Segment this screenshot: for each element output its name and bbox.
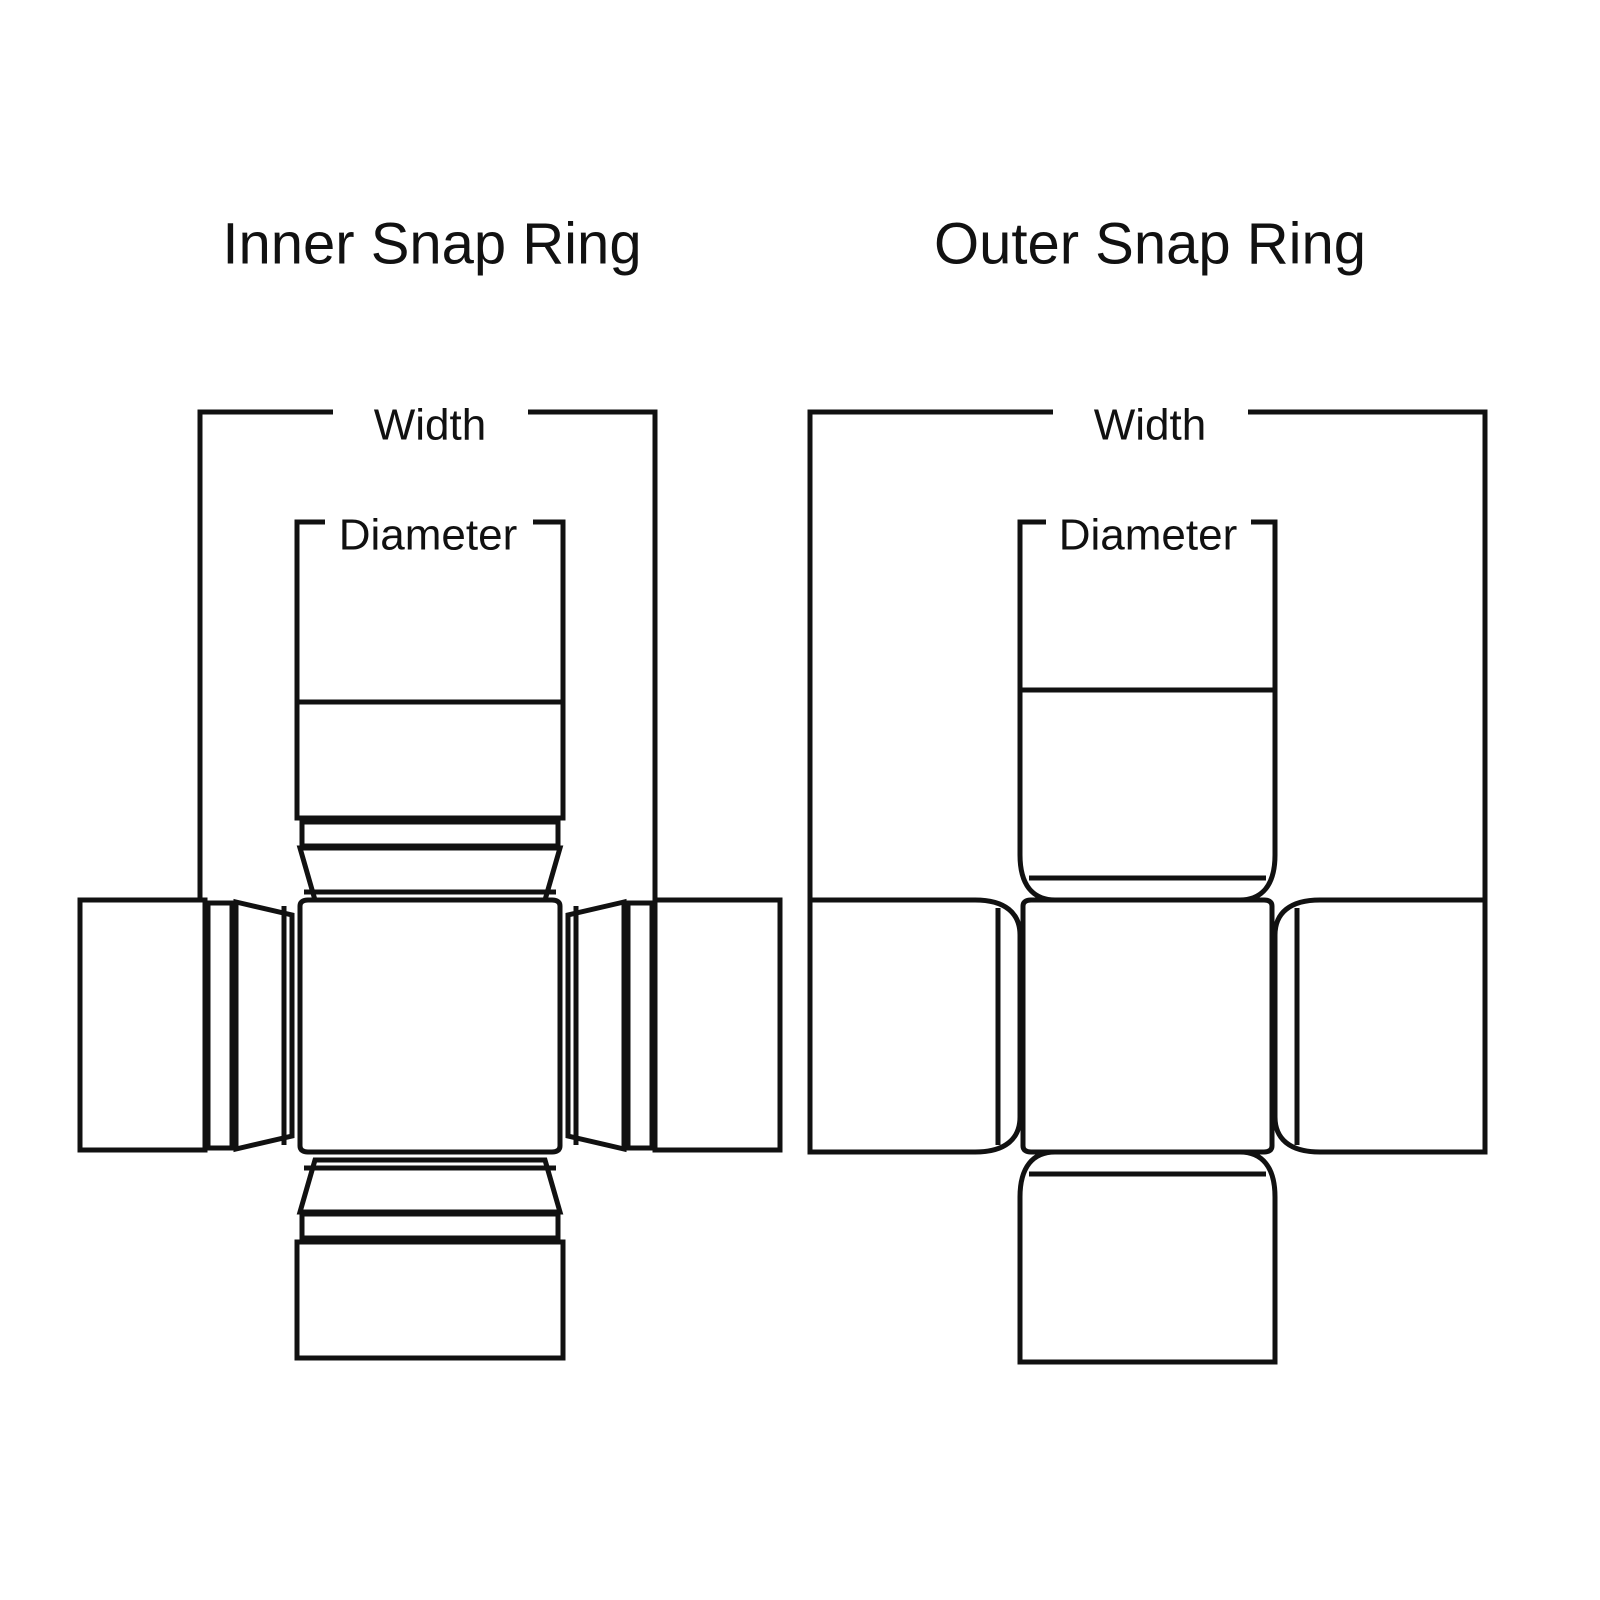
outer-left-cap-body (807, 897, 1023, 1155)
inner-left-snap-ring-band (205, 900, 235, 1151)
outer-diameter-label: Diameter (1059, 511, 1238, 560)
inner-left-cap-body (77, 897, 208, 1153)
outer-bottom-cap-body (1017, 1149, 1278, 1365)
outer-right-cap-body (1272, 897, 1488, 1155)
inner-diameter-label: Diameter (339, 511, 518, 560)
inner-top-snap-ring-band (299, 819, 561, 849)
outer-diameter-left-arm (1017, 519, 1046, 690)
inner-center-cross-body (297, 897, 563, 1155)
inner-snap-ring-title: Inner Snap Ring (222, 211, 641, 276)
inner-right-cap-taper (565, 898, 627, 1153)
inner-diameter-dimension: Diameter (294, 511, 566, 702)
inner-width-dimension: Width (197, 401, 658, 900)
inner-left-bearing-cap (77, 897, 295, 1153)
inner-width-left-arm (197, 409, 333, 900)
inner-top-cap-body (294, 699, 566, 821)
inner-width-label: Width (374, 401, 486, 450)
outer-cross-body-outline (1020, 897, 1275, 1155)
outer-width-label: Width (1094, 401, 1206, 450)
inner-width-right-arm (528, 409, 658, 900)
outer-width-left-arm (807, 409, 1053, 900)
inner-diameter-right-arm (533, 519, 566, 702)
outer-bottom-bearing-cap (1017, 1149, 1278, 1365)
inner-bottom-bearing-cap (294, 1157, 566, 1361)
outer-snap-ring-diagram: Width Diameter (807, 401, 1488, 1365)
inner-cross-body-outline (297, 897, 563, 1155)
inner-right-bearing-cap (565, 897, 783, 1153)
inner-diameter-left-arm (294, 519, 325, 702)
outer-snap-ring-title: Outer Snap Ring (934, 211, 1366, 276)
outer-width-dimension: Width (807, 401, 1488, 900)
outer-center-cross-body (1020, 897, 1275, 1155)
inner-snap-ring-diagram: Width Diameter (77, 401, 783, 1361)
outer-right-bearing-cap (1272, 897, 1488, 1155)
outer-diameter-right-arm (1251, 519, 1278, 690)
outer-left-bearing-cap (807, 897, 1023, 1155)
inner-right-cap-body (652, 897, 783, 1153)
inner-bottom-snap-ring-band (299, 1211, 561, 1241)
inner-left-cap-taper (233, 898, 295, 1153)
outer-top-bearing-cap (1017, 687, 1278, 903)
outer-top-cap-body (1017, 687, 1278, 903)
inner-right-snap-ring-band (625, 900, 655, 1151)
outer-width-right-arm (1248, 409, 1488, 900)
inner-top-bearing-cap (294, 699, 566, 903)
inner-bottom-cap-body (294, 1239, 566, 1361)
outer-diameter-dimension: Diameter (1017, 511, 1278, 690)
